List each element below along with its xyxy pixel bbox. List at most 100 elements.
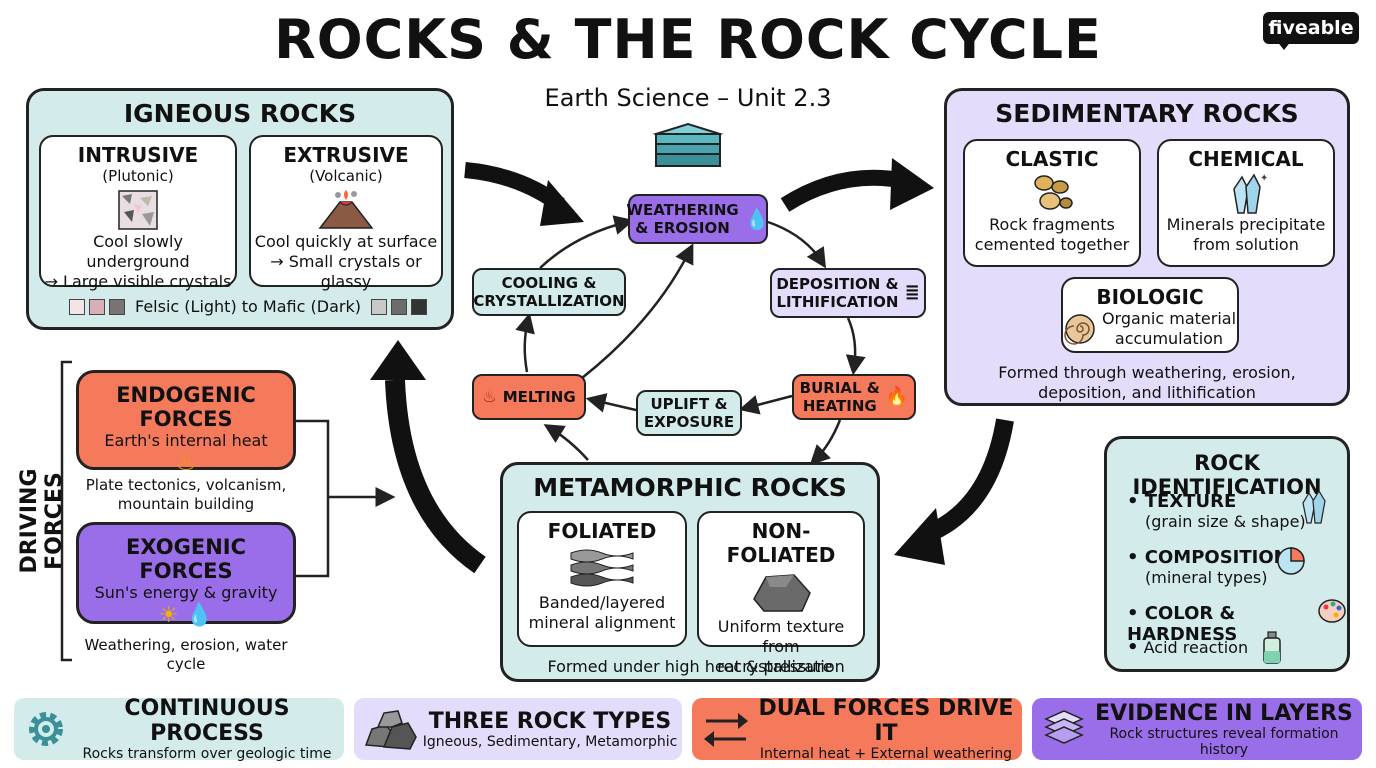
extrusive-line1: Cool quickly at surface [254,232,438,251]
endogenic-panel: ENDOGENIC FORCES Earth's internal heat ♨ [76,370,296,476]
ident-texture-sub: (grain size & shape) [1145,512,1306,531]
ident-color-hardness: • COLOR & HARDNESS [1127,603,1238,645]
exogenic-title: EXOGENIC FORCES [125,535,247,583]
water-drop-icon-2: 💧 [185,603,214,628]
scale-label: Felsic (Light) to Mafic (Dark) [135,297,361,316]
extrusive-card: EXTRUSIVE (Volcanic) Cool quickly at sur… [249,135,443,291]
big-arrow-meta-to-igneous [385,379,486,574]
swatch-mid [109,298,125,315]
chemical-title: CHEMICAL [1188,147,1304,171]
rock-fragments-icon [1034,175,1073,210]
nonfoliated-title: NON-FOLIATED [726,519,836,567]
endogenic-sub: Earth's internal heat [104,431,268,450]
identification-panel: ROCK IDENTIFICATION • TEXTURE (grain siz… [1104,436,1350,672]
pie-chart-icon [1277,547,1305,575]
logo-tail [1276,40,1292,50]
sun-icon: ☀ [158,603,179,628]
felsic-mafic-scale: Felsic (Light) to Mafic (Dark) [69,297,427,316]
ammonite-icon [1064,314,1095,345]
banner2-title: THREE ROCK TYPES [428,708,672,734]
page-title: ROCKS & THE ROCK CYCLE [274,8,1102,71]
melting-label: MELTING [502,388,576,406]
identification-title: ROCK IDENTIFICATION [1132,451,1322,499]
banner-dual-forces: DUAL FORCES DRIVE IT Internal heat + Ext… [692,696,1022,762]
layers-icon [1044,710,1084,744]
rock-layers-icon [652,122,724,167]
fiveable-logo: fiveable [1263,12,1359,44]
banner-continuous-process: CONTINUOUS PROCESS Rocks transform over … [14,696,344,762]
sedimentary-footer1: Formed through weathering, erosion, [998,363,1296,382]
foliated-line2: mineral alignment [528,613,676,632]
clastic-title: CLASTIC [1005,147,1099,171]
nonfoliated-line1: Uniform texture [717,617,845,636]
biologic-line2: accumulation [1114,329,1224,348]
banner3-sub: Internal heat + External weathering [759,746,1013,762]
swatch-light-1 [69,298,85,315]
ident-composition: • COMPOSITION (mineral types) [1127,547,1289,587]
clastic-card: CLASTIC Rock fragments cemented together [963,139,1141,267]
clastic-line2: cemented together [974,235,1130,254]
banner-evidence-layers: EVIDENCE IN LAYERS Rock structures revea… [1032,698,1362,760]
banner4-title: EVIDENCE IN LAYERS [1095,700,1353,726]
acid-bottle-icon [1263,631,1281,664]
swatch-light-2 [89,298,105,315]
banner1-title: CONTINUOUS PROCESS [124,696,290,746]
uplift-line1: UPLIFT & [650,395,728,413]
swap-arrows-icon [704,713,748,747]
intrusive-card: INTRUSIVE (Plutonic) Cool slowly undergr… [39,135,237,291]
endogenic-note1: Plate tectonics, volcanism, [85,476,287,494]
chemical-line1: Minerals precipitate [1166,215,1326,234]
intrusive-sub: (Plutonic) [102,167,174,185]
exogenic-sub: Sun's energy & gravity [94,583,278,602]
node-melting: ♨ MELTING [472,374,586,420]
palette-icon [1318,599,1346,623]
ident-composition-sub: (mineral types) [1145,568,1268,587]
sedimentary-footer: Formed through weathering, erosion, depo… [947,363,1347,403]
node-deposition-lithification: DEPOSITION &LITHIFICATION ≣ [770,268,926,318]
burial-line1: BURIAL & [799,379,880,397]
chemical-card: CHEMICAL ✦ Minerals precipitate from sol… [1157,139,1335,267]
banner4-sub: Rock structures reveal formation history [1109,725,1339,758]
crystal-small-icon [1302,489,1326,524]
page-subtitle: Earth Science – Unit 2.3 [544,84,832,112]
igneous-title: IGNEOUS ROCKS [123,99,357,128]
clastic-line1: Rock fragments [989,215,1115,234]
sedimentary-panel: SEDIMENTARY ROCKS CLASTIC Rock fragments… [944,88,1350,406]
svg-text:✦: ✦ [1260,173,1268,184]
endogenic-title: ENDOGENIC FORCES [116,383,256,431]
banner2-sub: Igneous, Sedimentary, Metamorphic [422,733,678,750]
cooling-line2: CRYSTALLIZATION [473,292,625,310]
weathering-line2: & EROSION [635,219,730,237]
deposition-line2: LITHIFICATION [776,293,899,311]
volcano-icon [318,190,374,229]
crystal-icon: ✦ [1233,173,1268,214]
biologic-title: BIOLOGIC [1096,285,1204,309]
heat-waves-icon: ♨ [482,387,497,406]
node-cooling-crystallization: COOLING &CRYSTALLIZATION [472,268,626,316]
ident-texture-label: TEXTURE [1144,491,1237,512]
endogenic-notes: Plate tectonics, volcanism, mountain bui… [76,476,296,514]
intrusive-line2: → Large visible crystals [44,272,232,291]
weathering-line1: WEATHERING [626,201,739,219]
flame-icon: ♨ [176,451,196,476]
extrusive-sub: (Volcanic) [309,167,383,185]
deposition-line1: DEPOSITION & [776,275,899,293]
water-drop-icon: 💧 [744,207,770,231]
uplift-line2: EXPOSURE [643,413,735,431]
chemical-line2: from solution [1193,235,1299,254]
banner1-sub: Rocks transform over geologic time [82,746,332,762]
exogenic-panel: EXOGENIC FORCES Sun's energy & gravity ☀… [76,522,296,628]
foliated-card: FOLIATED Banded/layered mineral alignmen… [517,511,687,647]
layers-small-icon: ≣ [904,282,920,303]
driving-forces-label-wrap: DRIVING FORCES [17,420,67,600]
metamorphic-footer: Formed under high heat & pressure [547,657,833,676]
extrusive-line2: → Small crystals or glassy [270,252,422,291]
marble-rock-icon [753,574,811,612]
endogenic-note2: mountain building [117,495,255,513]
swatch-dark-2 [390,298,407,315]
big-arrow-to-sedimentary [780,169,902,212]
nonfoliated-card: NON-FOLIATED Uniform texture from recrys… [697,511,865,676]
foliated-line1: Banded/layered [538,593,666,612]
intrusive-line1: Cool slowly underground [86,232,190,271]
